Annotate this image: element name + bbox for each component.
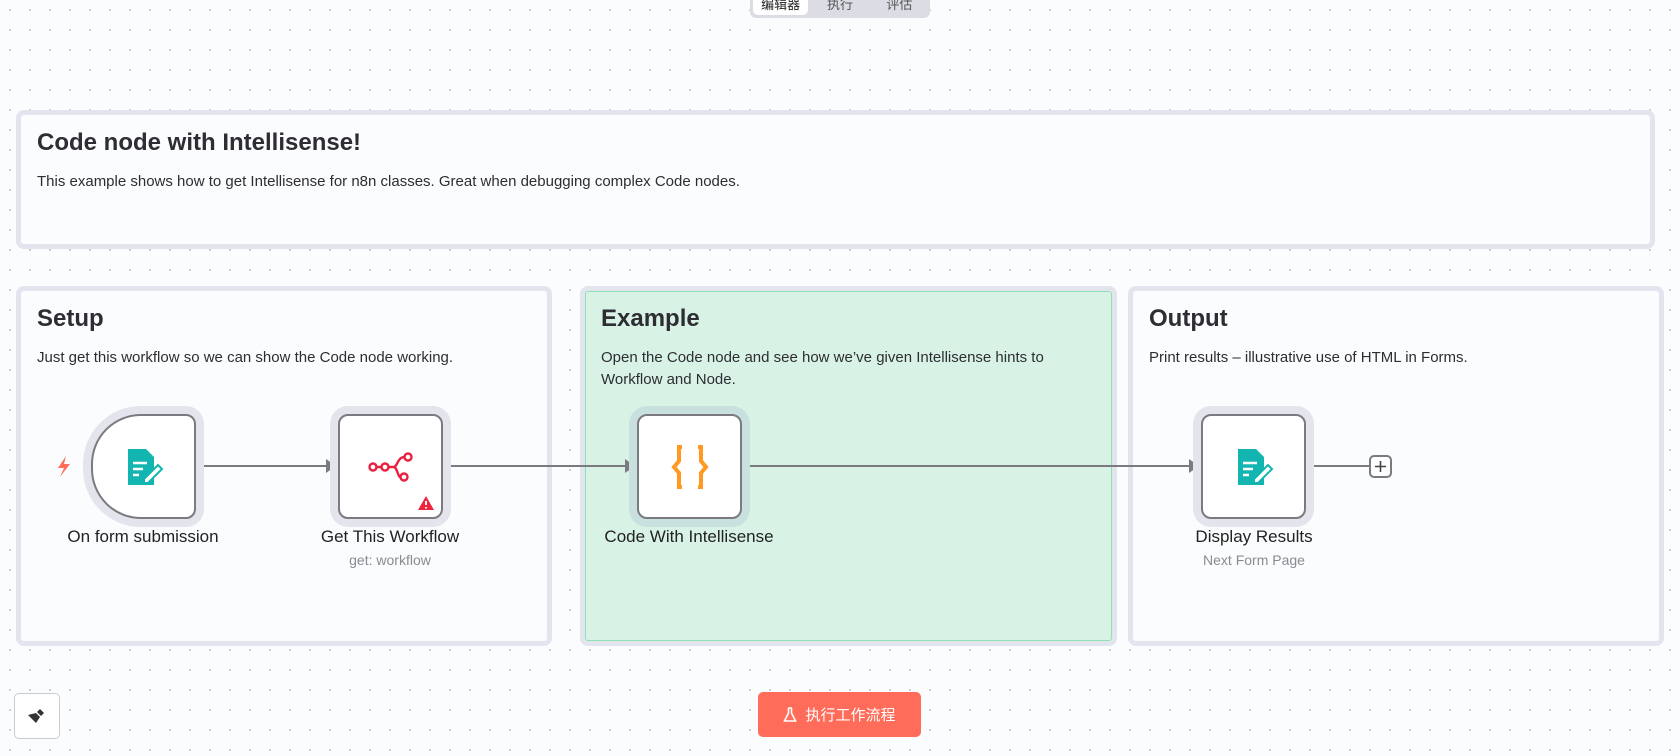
- broom-icon: [27, 706, 47, 726]
- node-label: Get This Workflow: [321, 527, 459, 547]
- node-subtitle: Next Form Page: [1203, 552, 1305, 568]
- node-label: On form submission: [67, 527, 218, 547]
- execute-workflow-label: 执行工作流程: [805, 704, 895, 725]
- code-braces-icon: [668, 444, 712, 490]
- n8n-icon: [368, 452, 414, 482]
- node-label: Code With Intellisense: [604, 527, 773, 547]
- add-node-icon: [1370, 456, 1391, 477]
- trigger-bolt-icon: [58, 456, 70, 477]
- warning-icon[interactable]: [417, 495, 435, 511]
- flask-icon: [783, 707, 797, 723]
- node-display-results[interactable]: [1193, 406, 1314, 527]
- node-get-this-workflow[interactable]: [330, 406, 451, 527]
- node-label: Display Results: [1195, 527, 1312, 547]
- execute-workflow-button[interactable]: 执行工作流程: [758, 692, 921, 737]
- node-subtitle: get: workflow: [349, 552, 431, 568]
- form-icon: [1232, 445, 1276, 489]
- node-code-with-intellisense[interactable]: [629, 406, 750, 527]
- node-on-form-submission[interactable]: [83, 406, 204, 527]
- form-icon: [122, 445, 166, 489]
- tidy-up-button[interactable]: [14, 693, 60, 739]
